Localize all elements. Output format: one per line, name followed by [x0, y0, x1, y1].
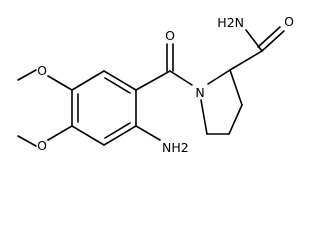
bonds [17, 26, 285, 147]
bond-c3-c4 [228, 104, 243, 135]
atom-o-carbonyl: O [165, 28, 175, 43]
bond-amide-co-2 [257, 26, 281, 48]
bond-n-c2 [207, 69, 231, 85]
bond-c2-c3 [229, 69, 243, 106]
bond-amide-n [245, 29, 263, 52]
bond-aryl-amine [135, 125, 161, 141]
bond-ring-1 [103, 70, 137, 91]
bond-ring-inner-1 [104, 77, 131, 94]
atom-labels: O N H2N O O O NH2 [37, 14, 294, 155]
atom-nh2-aryl: NH2 [162, 140, 189, 155]
bond-o-methyl-bottom [17, 135, 37, 147]
bond-ring-4 [71, 125, 105, 146]
bond-ring-o-top [47, 75, 73, 91]
atom-nh2-amide: H2N [217, 15, 244, 30]
bond-aryl-carbonyl [135, 70, 171, 91]
molecule-structure: O N H2N O O O NH2 [17, 14, 294, 155]
bond-carbonyl-n [169, 70, 193, 86]
atom-o-methoxy-bottom: O [37, 138, 47, 153]
bond-ring-3 [103, 125, 137, 146]
atom-n-ring: N [195, 85, 204, 100]
atom-o-amide: O [284, 14, 294, 29]
bond-c2-amide-c [229, 50, 263, 71]
atom-o-methoxy-top: O [37, 63, 47, 78]
bond-o-methyl-top [17, 69, 37, 81]
bond-ring-inner-2 [104, 122, 131, 139]
bond-ring-o-bottom [47, 125, 73, 141]
bond-amide-co-1 [261, 30, 285, 52]
bond-ring-6 [71, 70, 105, 91]
bond-c5-n [200, 99, 208, 135]
